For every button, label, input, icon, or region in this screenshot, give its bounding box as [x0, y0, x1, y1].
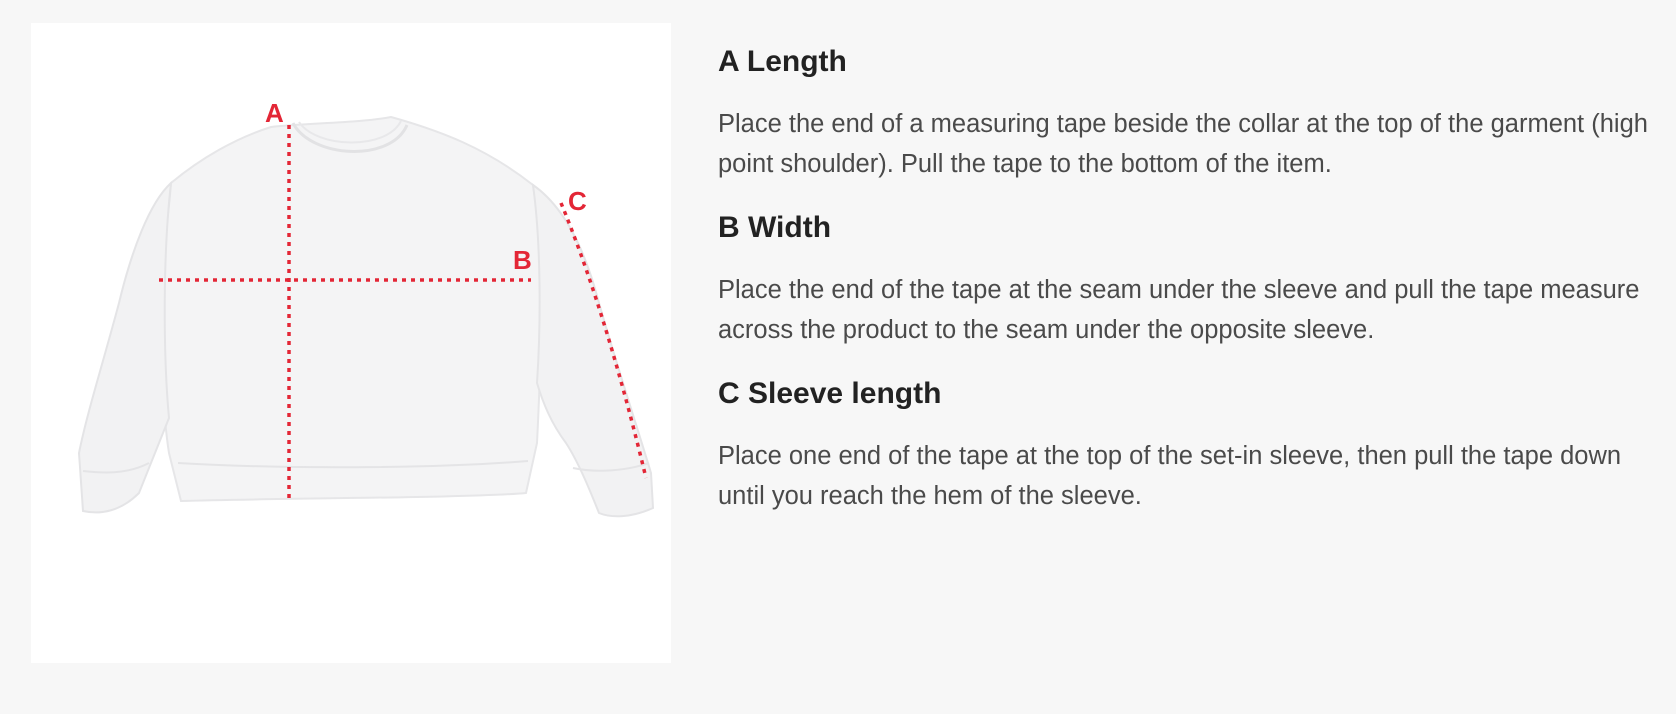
hem-band — [177, 460, 529, 469]
right-sleeve — [531, 182, 655, 518]
marker-c: C — [568, 186, 587, 216]
length-heading: A Length — [718, 45, 847, 78]
sleeve-measure-line — [559, 202, 648, 479]
length-description: Place the end of a measuring tape beside… — [718, 110, 1648, 178]
measurement-image: A B C — [31, 23, 671, 663]
marker-a: A — [265, 98, 284, 128]
measurement-instructions: A Length Place the end of a measuring ta… — [718, 36, 1658, 534]
width-description: Place the end of the tape at the seam un… — [718, 276, 1640, 344]
left-sleeve — [77, 180, 173, 514]
sleeve-length-heading: C Sleeve length — [718, 377, 942, 410]
sweatshirt-body — [160, 115, 543, 503]
sleeve-length-section: C Sleeve length Place one end of the tap… — [718, 368, 1658, 516]
sleeve-length-description: Place one end of the tape at the top of … — [718, 442, 1622, 510]
width-section: B Width Place the end of the tape at the… — [718, 202, 1658, 350]
marker-b: B — [513, 245, 532, 275]
length-section: A Length Place the end of a measuring ta… — [718, 36, 1658, 184]
sweatshirt-diagram-icon: A B C — [77, 98, 655, 518]
collar — [291, 122, 409, 153]
width-heading: B Width — [718, 211, 832, 244]
